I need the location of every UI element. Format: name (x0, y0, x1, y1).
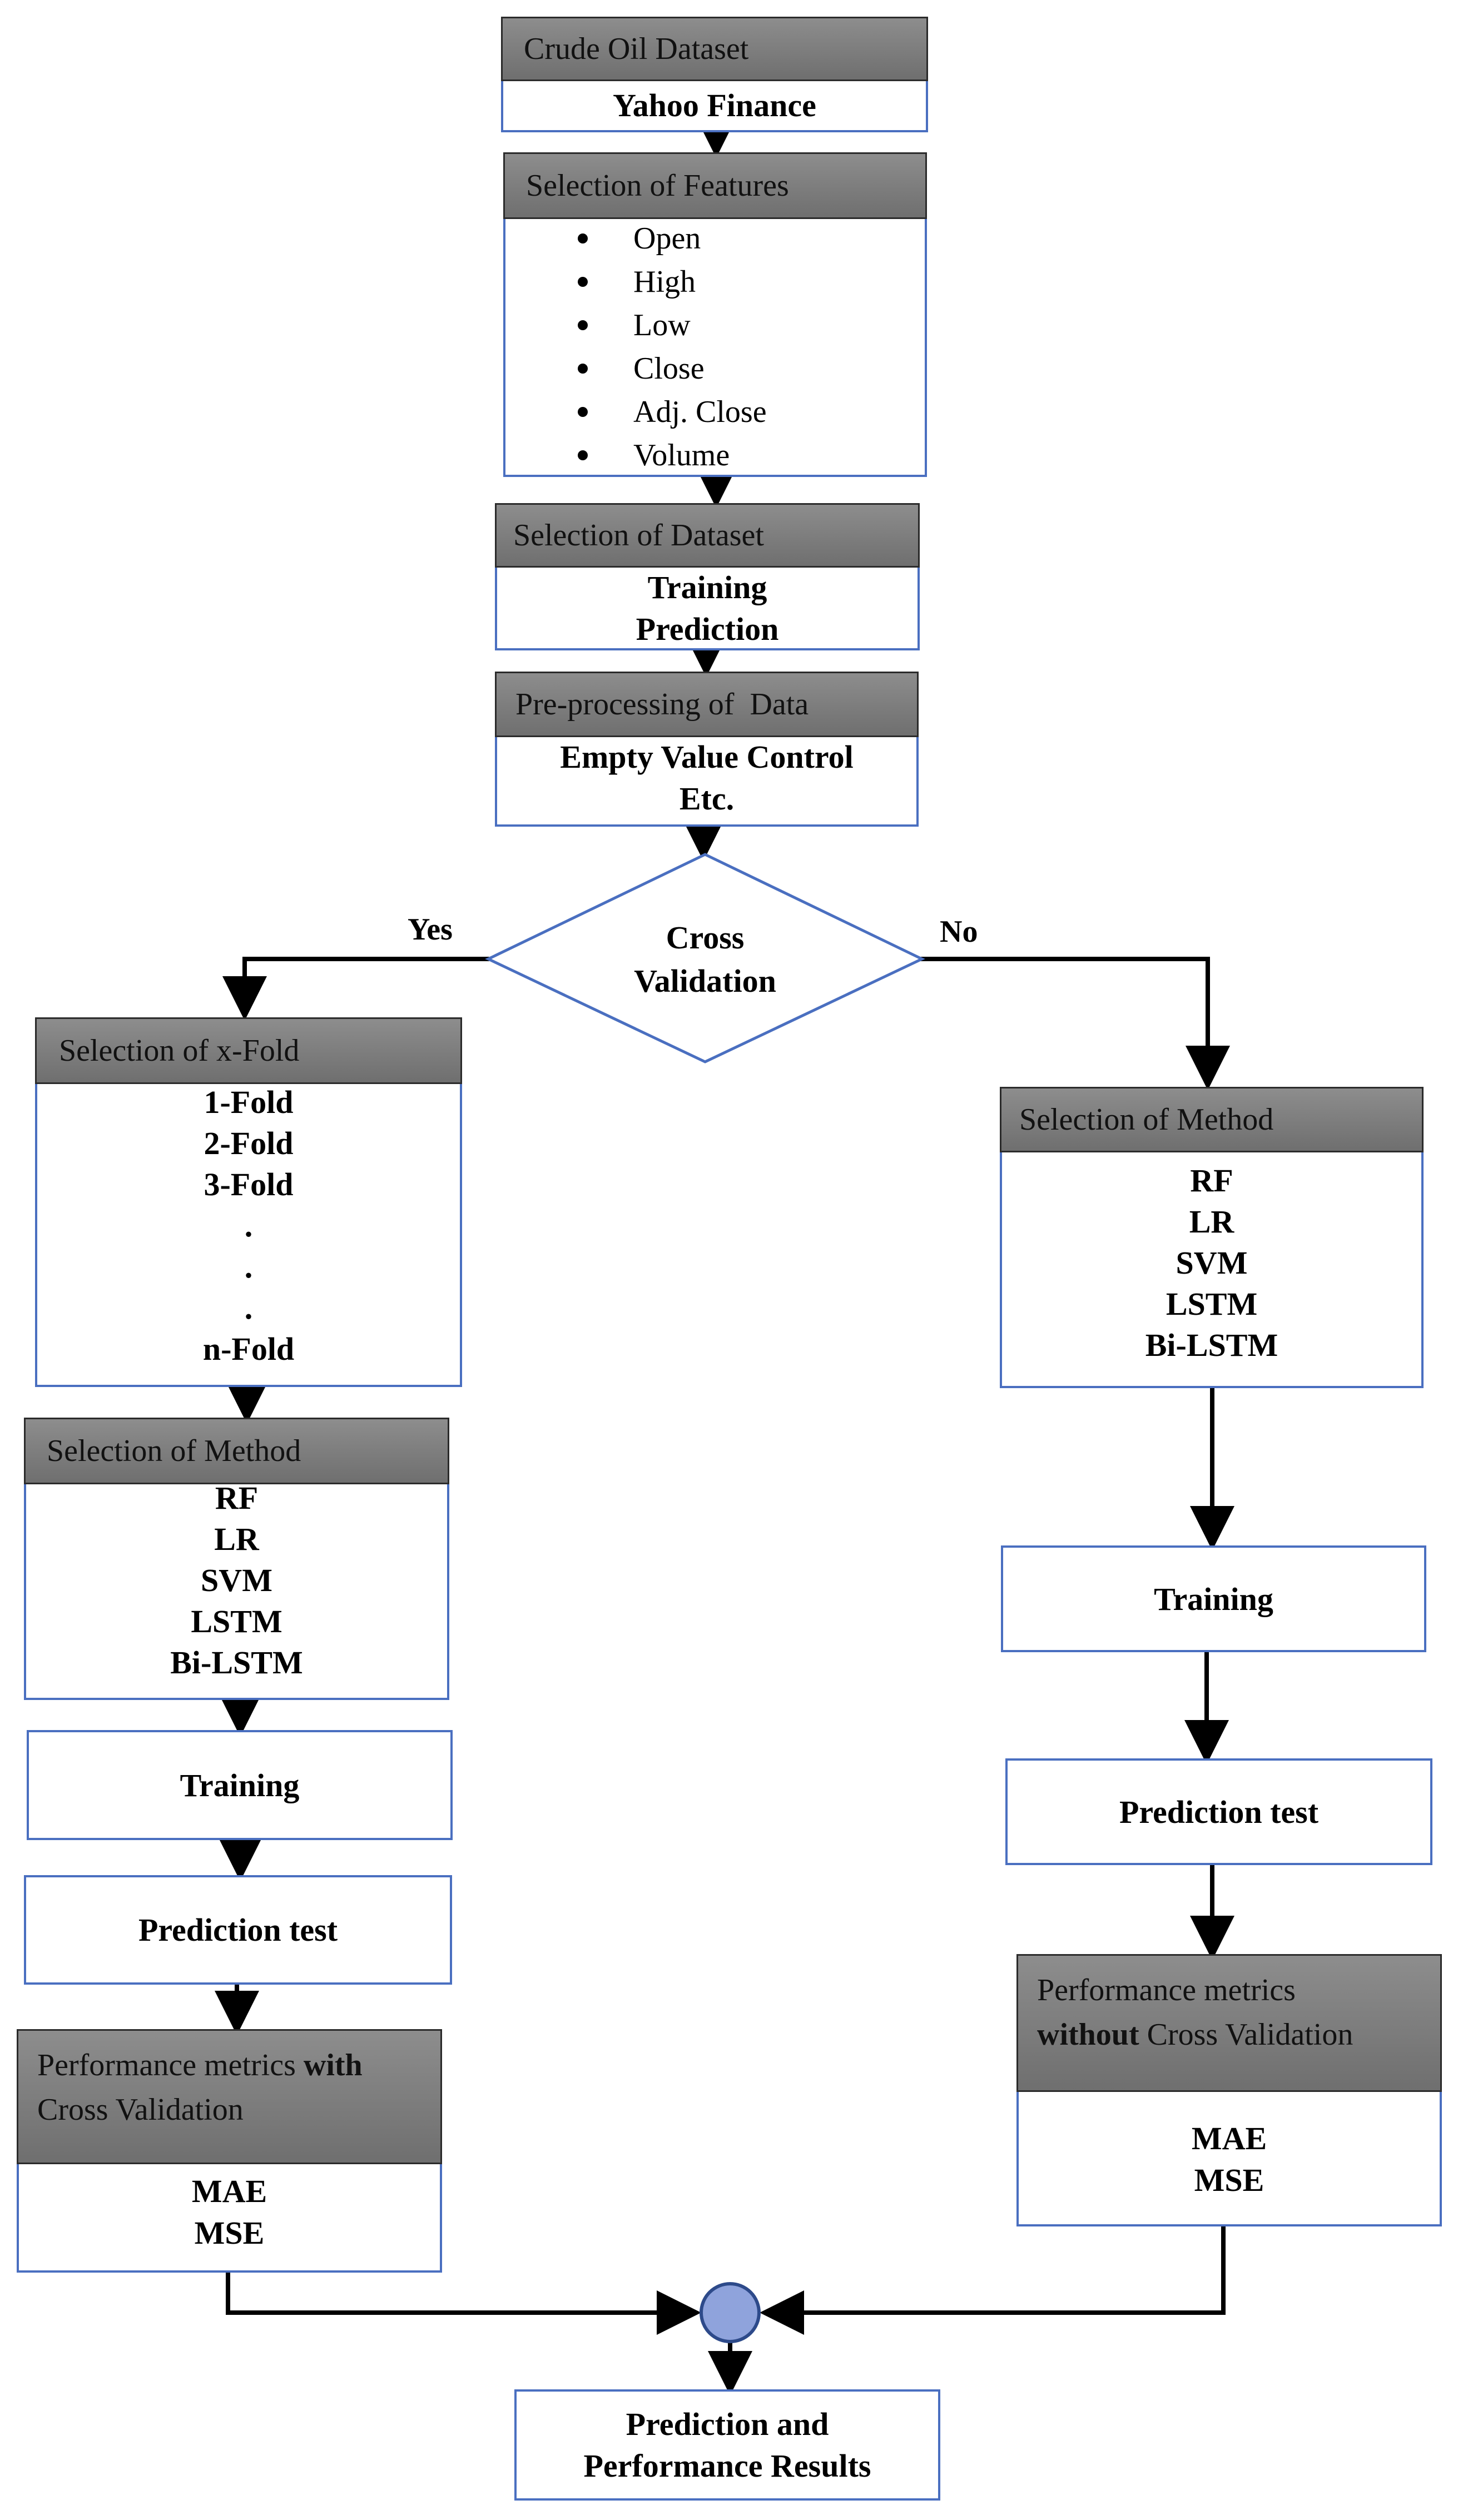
folds-node: Selection of x-Fold 1-Fold 2-Fold 3-Fold… (35, 1017, 462, 1387)
method-left-list: RF LR SVM LSTM Bi-LSTM (26, 1478, 447, 1683)
arrow-no-branch (920, 957, 1230, 1090)
fold-item: n-Fold (202, 1331, 295, 1367)
feature-item: Open (578, 217, 767, 260)
method-right-list: RF LR SVM LSTM Bi-LSTM (1002, 1160, 1421, 1366)
arrow-right-metrics-to-merge (760, 2226, 1226, 2335)
preprocessing-lines: Empty Value Control Etc. (497, 736, 916, 819)
method-item: SVM (1176, 1245, 1248, 1281)
result-node: Prediction and Performance Results (514, 2389, 940, 2501)
prediction-label: Prediction (636, 611, 779, 647)
empty-value-label: Empty Value Control (560, 739, 854, 775)
training-right-node: Training (1001, 1545, 1426, 1652)
metrics-right-node: Performance metrics without Cross Valida… (1016, 1954, 1442, 2226)
metrics-right-list: MAE MSE (1019, 2118, 1440, 2201)
method-right-header: Selection of Method (1000, 1087, 1424, 1152)
prediction-right-node: Prediction test (1005, 1758, 1432, 1865)
metric-mse: MSE (1194, 2162, 1264, 2198)
fold-ellipsis: . (244, 1249, 253, 1285)
arrow-left-metrics-to-merge (226, 2273, 701, 2335)
merge-node (700, 2282, 761, 2343)
method-right-node: Selection of Method RF LR SVM LSTM Bi-LS… (1000, 1087, 1424, 1388)
prediction-left-node: Prediction test (24, 1875, 452, 1985)
feature-item: Volume (578, 434, 767, 477)
etc-label: Etc. (679, 781, 735, 817)
feature-item: Close (578, 347, 767, 390)
fold-item: 1-Fold (204, 1084, 294, 1120)
metrics-left-node: Performance metrics with Cross Validatio… (17, 2029, 442, 2273)
metrics-left-header: Performance metrics with Cross Validatio… (17, 2029, 442, 2164)
method-item: LSTM (191, 1603, 282, 1639)
yes-label: Yes (408, 912, 453, 947)
cross-validation-label: Cross Validation (634, 919, 776, 999)
method-item: RF (1190, 1162, 1233, 1199)
result-line-2: Performance Results (583, 2448, 871, 2484)
preprocessing-header: Pre-processing of Data (495, 672, 919, 737)
preprocessing-node: Pre-processing of Data Empty Value Contr… (495, 672, 919, 827)
metric-mae: MAE (1191, 2120, 1267, 2156)
metrics-right-header: Performance metrics without Cross Valida… (1016, 1954, 1442, 2092)
feature-item: Adj. Close (578, 390, 767, 434)
method-left-node: Selection of Method RF LR SVM LSTM Bi-LS… (24, 1418, 449, 1700)
method-item: LR (214, 1521, 259, 1557)
feature-list: Open High Low Close Adj. Close Volume (578, 217, 767, 477)
feature-item: High (578, 260, 767, 304)
dataset-selection-header: Selection of Dataset (495, 503, 920, 568)
fold-item: 2-Fold (204, 1125, 294, 1161)
metric-mse: MSE (194, 2215, 265, 2251)
feature-item: Low (578, 304, 767, 347)
fold-ellipsis: . (244, 1290, 253, 1326)
features-node: Selection of Features Open High Low Clos… (503, 152, 927, 477)
dataset-source: Yahoo Finance (613, 87, 816, 123)
method-item: Bi-LSTM (1145, 1327, 1278, 1363)
folds-list: 1-Fold 2-Fold 3-Fold . . . n-Fold (37, 1082, 460, 1370)
metrics-left-list: MAE MSE (19, 2170, 440, 2254)
dataset-selection-lines: Training Prediction (497, 566, 918, 650)
dataset-header: Crude Oil Dataset (501, 17, 928, 81)
method-item: Bi-LSTM (170, 1644, 303, 1681)
training-label: Training (647, 569, 767, 605)
result-line-1: Prediction and (626, 2406, 829, 2442)
dataset-selection-node: Selection of Dataset Training Prediction (495, 503, 920, 650)
dataset-node: Crude Oil Dataset Yahoo Finance (501, 17, 928, 132)
cross-validation-diamond (485, 853, 925, 1063)
method-left-header: Selection of Method (24, 1418, 449, 1484)
preprocessing-header-text: Pre-processing of Data (515, 687, 809, 722)
fold-item: 3-Fold (204, 1166, 294, 1202)
training-left-node: Training (27, 1730, 453, 1840)
metric-mae: MAE (191, 2173, 267, 2209)
method-item: SVM (201, 1562, 272, 1598)
no-label: No (940, 914, 978, 949)
features-header: Selection of Features (503, 152, 927, 219)
method-item: LSTM (1166, 1286, 1258, 1322)
arrow-yes-branch (222, 957, 489, 1021)
method-item: RF (215, 1480, 259, 1516)
method-item: LR (1189, 1204, 1234, 1240)
folds-header: Selection of x-Fold (35, 1017, 462, 1084)
fold-ellipsis: . (244, 1207, 253, 1244)
